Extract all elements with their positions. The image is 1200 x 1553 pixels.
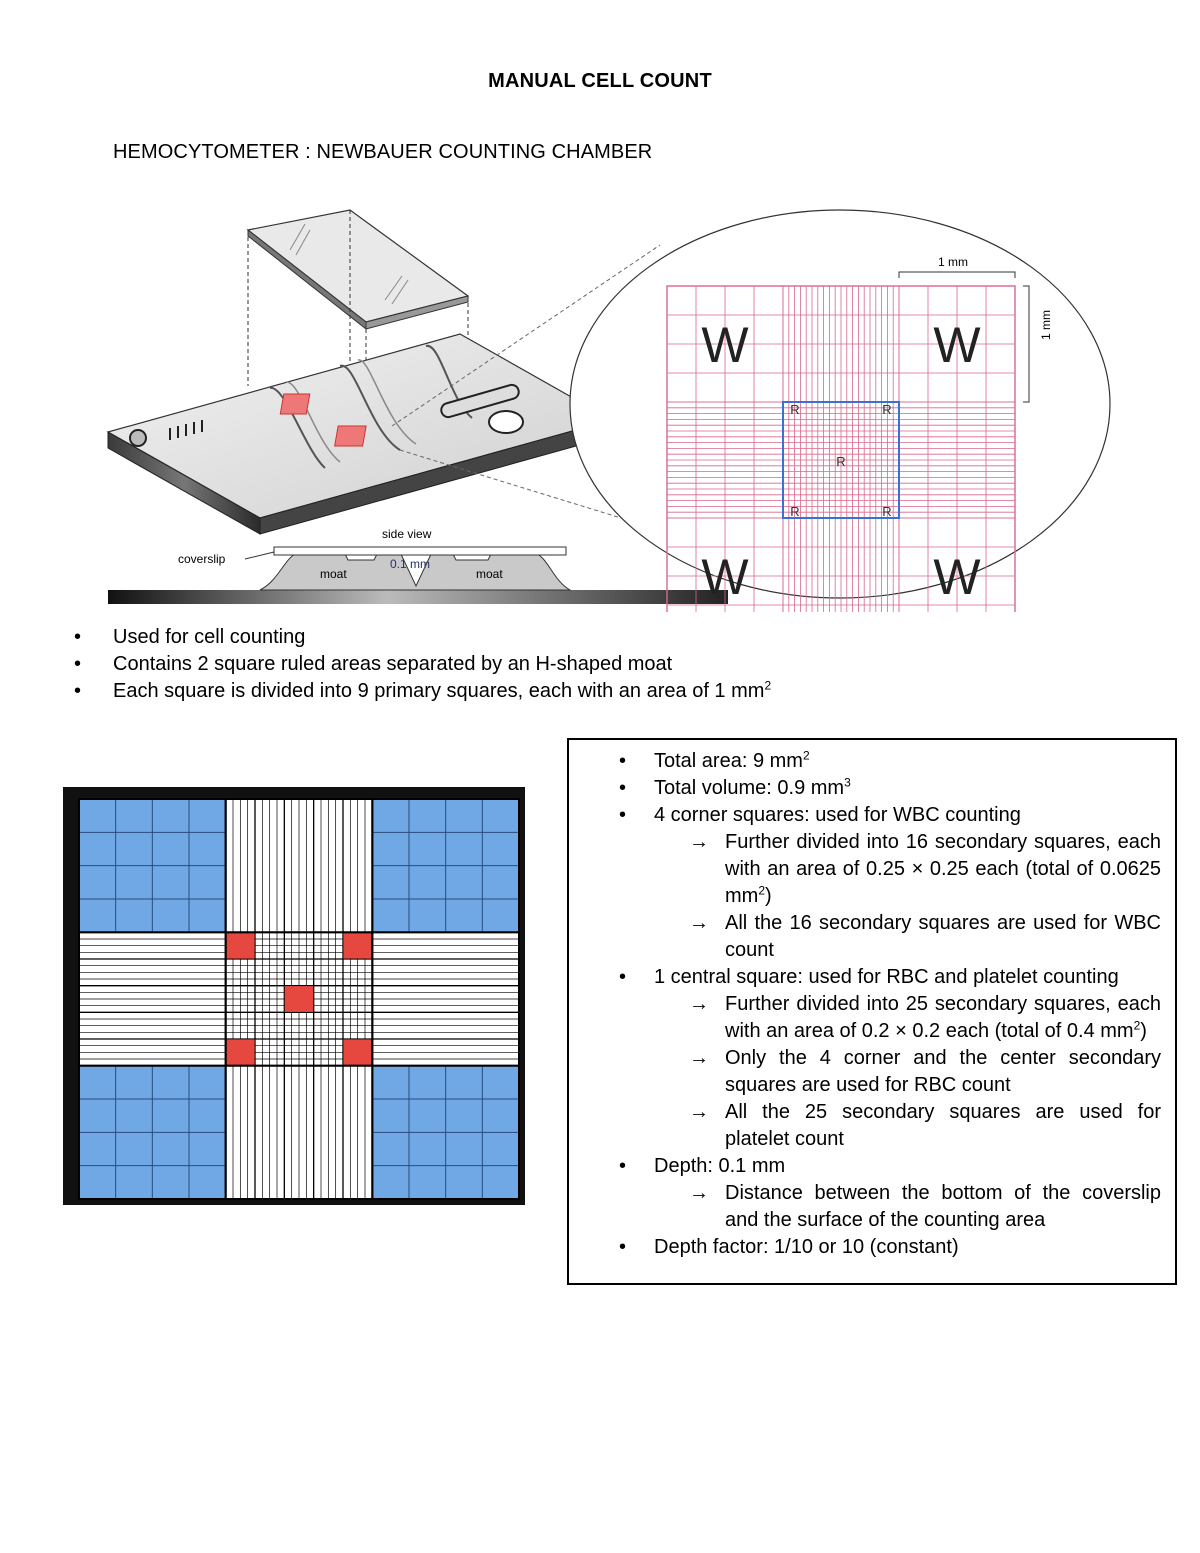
central-sub-item: All the 25 secondary squares are used fo… <box>569 1099 1175 1153</box>
central-sub-item: Only the 4 corner and the center seconda… <box>569 1045 1175 1099</box>
r-label: R <box>790 504 799 519</box>
rbc-square <box>225 1038 256 1067</box>
central-square-outline <box>782 401 900 519</box>
bullet-item: Used for cell counting <box>74 624 1074 651</box>
r-label: R <box>790 402 799 417</box>
rbc-square <box>225 931 256 960</box>
r-label: R <box>882 504 891 519</box>
dimension-bracket-top <box>898 271 1016 278</box>
page-subtitle: HEMOCYTOMETER : NEWBAUER COUNTING CHAMBE… <box>113 141 653 163</box>
central-square-item: 1 central square: used for RBC and plate… <box>569 964 1175 991</box>
coverslip-label: coverslip <box>178 552 226 566</box>
moat-right-label: moat <box>476 567 503 581</box>
rbc-square <box>342 1038 373 1067</box>
w-label: W <box>701 549 749 605</box>
top-bullet-list: Used for cell counting Contains 2 square… <box>74 624 1074 705</box>
w-label: W <box>933 317 981 373</box>
side-view: side view coverslip moat moat 0.1 mm <box>108 527 728 604</box>
total-area-item: Total area: 9 mm2 <box>569 748 1175 775</box>
slide-body <box>106 333 614 535</box>
info-box: Total area: 9 mm2 Total volume: 0.9 mm3 … <box>567 738 1177 1285</box>
depth-item: Depth: 0.1 mm <box>569 1153 1175 1180</box>
corner-sub-item: All the 16 secondary squares are used fo… <box>569 910 1175 964</box>
corner-sub-item: Further divided into 16 secondary square… <box>569 829 1175 910</box>
moat-left-label: moat <box>320 567 347 581</box>
total-volume-item: Total volume: 0.9 mm3 <box>569 775 1175 802</box>
zoom-grid: W W W W R R R R R <box>666 271 1030 612</box>
dimension-bracket-side <box>1023 285 1030 403</box>
corner-squares-item: 4 corner squares: used for WBC counting <box>569 802 1175 829</box>
rbc-square <box>342 931 373 960</box>
side-view-label: side view <box>382 527 432 541</box>
w-label: W <box>933 549 981 605</box>
bullet-item: Contains 2 square ruled areas separated … <box>74 651 1074 678</box>
depth-factor-item: Depth factor: 1/10 or 10 (constant) <box>569 1234 1175 1261</box>
r-label: R <box>882 402 891 417</box>
one-mm-top-label: 1 mm <box>938 255 968 269</box>
depth-sub-item: Distance between the bottom of the cover… <box>569 1180 1175 1234</box>
r-label: R <box>836 454 845 469</box>
depth-label: 0.1 mm <box>390 557 430 571</box>
w-label: W <box>701 317 749 373</box>
rbc-square <box>283 985 315 1013</box>
one-mm-side-label: 1 mm <box>1039 310 1053 340</box>
bullet-item: Each square is divided into 9 primary sq… <box>74 678 1074 705</box>
grid-border <box>78 798 520 1200</box>
coverslip-glass <box>246 209 470 331</box>
central-sub-item: Further divided into 25 secondary square… <box>569 991 1175 1045</box>
counting-grid-diagram <box>63 787 525 1205</box>
page-title: MANUAL CELL COUNT <box>488 70 712 92</box>
zoom-ellipse <box>569 209 1111 599</box>
